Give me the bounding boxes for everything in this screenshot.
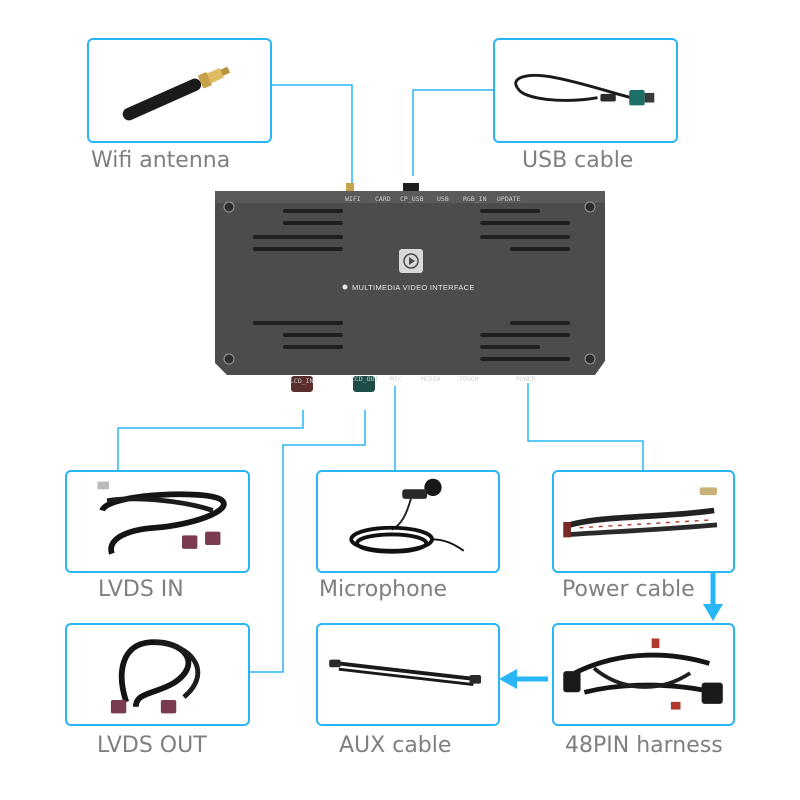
lcd-out-port-connector <box>353 376 375 392</box>
microphone-image <box>349 478 465 554</box>
port-label-mic: MIC <box>390 375 402 383</box>
aux-cable-box <box>316 623 500 726</box>
port-label-media: MEDIA <box>421 375 441 383</box>
lcd-in-port-connector <box>291 376 313 392</box>
lvds-out-box <box>65 623 250 726</box>
lvds-in-connector-line <box>117 410 304 470</box>
microphone-box <box>316 470 500 573</box>
port-label-wifi: WIFI <box>345 195 361 203</box>
harness-48pin-box <box>552 623 735 726</box>
usb-cable-image <box>514 73 655 106</box>
left-arrow-icon <box>499 669 517 689</box>
aux-cable-caption: AUX cable <box>339 733 452 758</box>
aux-cable-image <box>329 659 482 687</box>
lvds-in-box <box>65 470 250 573</box>
harness-48pin-image <box>563 638 723 710</box>
port-label-cp-usb: CP_USB <box>400 195 424 203</box>
port-label-update: UPDATE <box>497 195 521 203</box>
usb-cable-box <box>493 38 678 143</box>
lvds-out-connector-line <box>249 410 366 673</box>
down-arrow-icon <box>703 604 723 621</box>
lvds-out-image <box>110 639 201 714</box>
wifi-port-connector <box>346 183 354 195</box>
wifi-connector-line <box>272 84 353 183</box>
usb-cable-caption: USB cable <box>522 148 634 173</box>
port-label-rgb-in: RGB_IN <box>463 195 487 203</box>
power-cable-image <box>563 487 718 538</box>
lvds-out-caption: LVDS OUT <box>97 733 207 758</box>
port-label-lcd-out: LCD_OUT <box>351 375 378 383</box>
wifi-antenna-box <box>87 38 272 143</box>
microphone-caption: Microphone <box>319 577 448 602</box>
harness-48pin-caption: 48PIN harness <box>565 733 723 758</box>
port-label-usb: USB <box>437 195 449 203</box>
power-connector-line <box>527 383 644 470</box>
lvds-in-image <box>97 481 227 555</box>
port-label-lcd-in: LCD_IN <box>290 377 314 385</box>
usb-port-connector <box>403 179 419 193</box>
power-cable-box <box>552 470 735 573</box>
power-cable-caption: Power cable <box>562 577 695 602</box>
wifi-antenna-image <box>122 66 231 121</box>
device-title: MULTIMEDIA VIDEO INTERFACE <box>352 283 475 292</box>
wifi-antenna-caption: Wifi antenna <box>91 148 231 173</box>
port-label-power: POWER <box>516 375 536 383</box>
lvds-in-caption: LVDS IN <box>98 577 184 602</box>
port-label-touch: TOUCH <box>459 375 479 383</box>
port-label-card: CARD <box>375 195 391 203</box>
multimedia-interface-device: WIFI CARD CP_USB USB RGB_IN UPDATE <box>205 179 615 393</box>
usb-connector-line <box>412 89 493 176</box>
